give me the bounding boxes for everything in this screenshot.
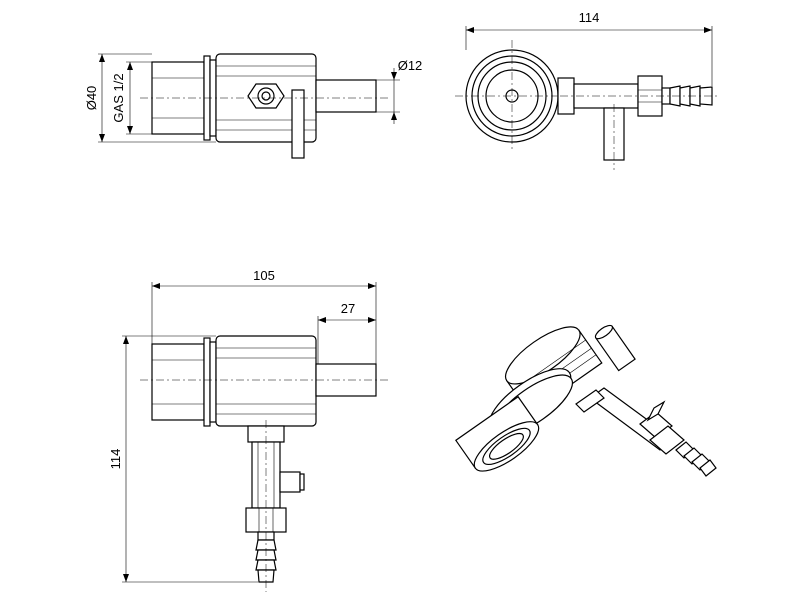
bottom-outlet-length-label: 27 [341,301,355,316]
bottom-view-nut [151,343,205,421]
side-width-label: 114 [579,10,600,25]
bottom-view: 105 27 114 [108,268,390,592]
isometric-side-pipe [575,387,717,477]
front-view: Ø40 GAS 1/2 Ø12 [84,53,423,159]
front-view-outlet-pipe [315,79,377,113]
bottom-height-label: 114 [108,449,123,470]
isometric-front-nut [455,395,540,472]
bottom-view-body [215,335,317,427]
isometric-view [455,324,717,477]
bottom-length-label: 105 [253,268,275,283]
front-outlet-diameter-label: Ø12 [398,58,423,73]
front-thread-label: GAS 1/2 [111,73,126,122]
side-view: 114 [455,10,720,170]
front-diameter-outer-label: Ø40 [84,86,99,111]
front-view-lever [291,89,305,159]
